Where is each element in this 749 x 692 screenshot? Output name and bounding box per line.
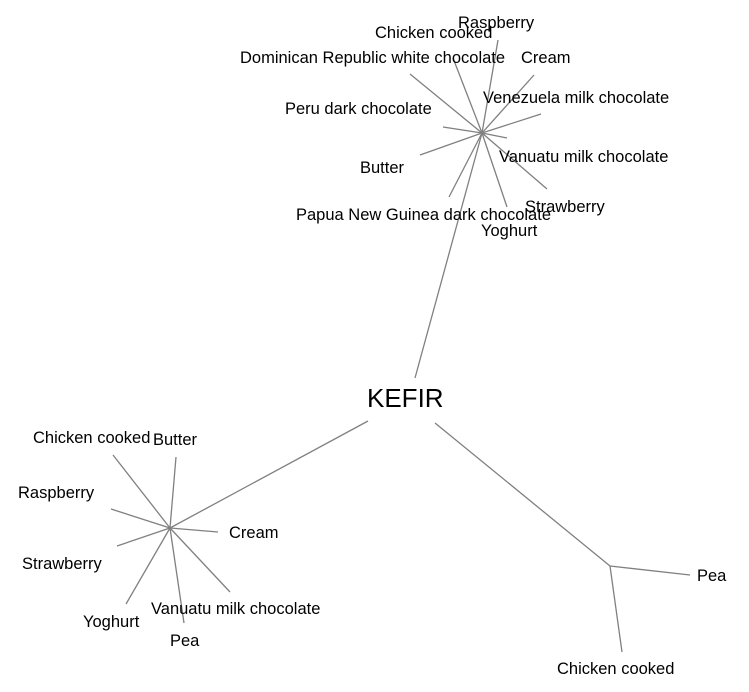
top-cluster-labels: Raspberry Chicken cooked Dominican Repub… — [240, 14, 669, 240]
edge-top-butter — [419, 132, 483, 156]
node-label: Pea — [170, 632, 200, 650]
node-label: Cream — [521, 49, 571, 67]
edge-top-raspberry — [481, 39, 499, 134]
node-label: Yoghurt — [83, 613, 140, 631]
node-label: Vanuatu milk chocolate — [499, 148, 668, 166]
node-label: Cream — [229, 524, 279, 542]
node-label: Butter — [360, 159, 405, 177]
edge-root-left — [169, 420, 369, 529]
edge-top-strawberry — [481, 132, 548, 190]
node-label: Chicken cooked — [33, 429, 150, 447]
edge-top-venezuela — [481, 113, 542, 134]
edge-top-vanuatu — [481, 132, 508, 139]
edge-top-yoghurt — [481, 132, 508, 208]
edge-top-peru — [442, 126, 483, 134]
node-label: Strawberry — [22, 555, 103, 573]
edge-right-pea — [609, 565, 691, 576]
node-label: Venezuela milk chocolate — [483, 89, 669, 107]
edge-left-butter — [169, 456, 177, 529]
edge-right-chicken — [609, 565, 623, 653]
node-label: Raspberry — [458, 14, 535, 32]
node-label: Butter — [153, 431, 198, 449]
edge-left-strawberry — [116, 527, 171, 547]
node-label: Vanuatu milk chocolate — [151, 600, 320, 618]
edge-left-yoghurt — [125, 527, 171, 605]
edge-top-papua — [448, 132, 483, 198]
edge-left-chicken — [112, 454, 171, 529]
bottom-right-cluster-labels: Pea Chicken cooked — [557, 567, 727, 678]
edge-top-dominican — [409, 73, 483, 134]
edges — [110, 39, 691, 653]
node-label: Papua New Guinea dark chocolate — [296, 206, 551, 224]
node-label: Dominican Republic white chocolate — [240, 49, 505, 67]
node-label: Pea — [697, 567, 727, 585]
edge-root-top — [414, 132, 483, 379]
node-label: Yoghurt — [481, 222, 538, 240]
edge-root-right — [434, 422, 611, 567]
node-label: Chicken cooked — [557, 660, 674, 678]
edge-top-chicken — [452, 57, 483, 134]
edge-left-pea — [169, 527, 185, 624]
node-label: Chicken cooked — [375, 24, 492, 42]
edge-left-cream — [169, 527, 219, 533]
edge-left-vanuatu — [169, 527, 231, 593]
edge-top-cream — [481, 74, 535, 134]
node-label: Peru dark chocolate — [285, 100, 432, 118]
edge-left-raspberry — [110, 508, 171, 529]
node-label: Raspberry — [18, 484, 95, 502]
node-label: Strawberry — [525, 198, 606, 216]
root-label: KEFIR — [367, 383, 444, 413]
bottom-left-cluster-labels: Chicken cooked Butter Raspberry Cream St… — [18, 429, 320, 650]
